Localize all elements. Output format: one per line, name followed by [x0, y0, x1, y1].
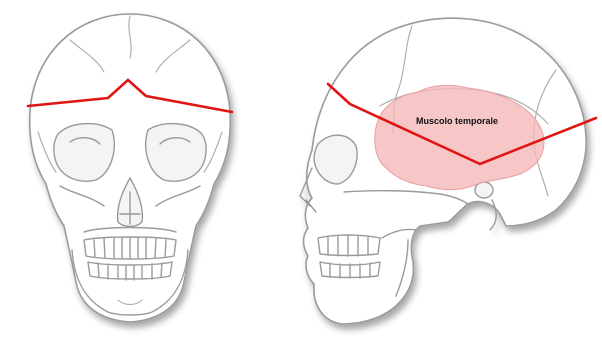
skull-front-right-orbit	[146, 124, 206, 182]
muscle-label: Muscolo temporale	[416, 116, 498, 126]
skull-front-view	[30, 14, 231, 322]
skull-front-left-orbit	[54, 124, 114, 182]
